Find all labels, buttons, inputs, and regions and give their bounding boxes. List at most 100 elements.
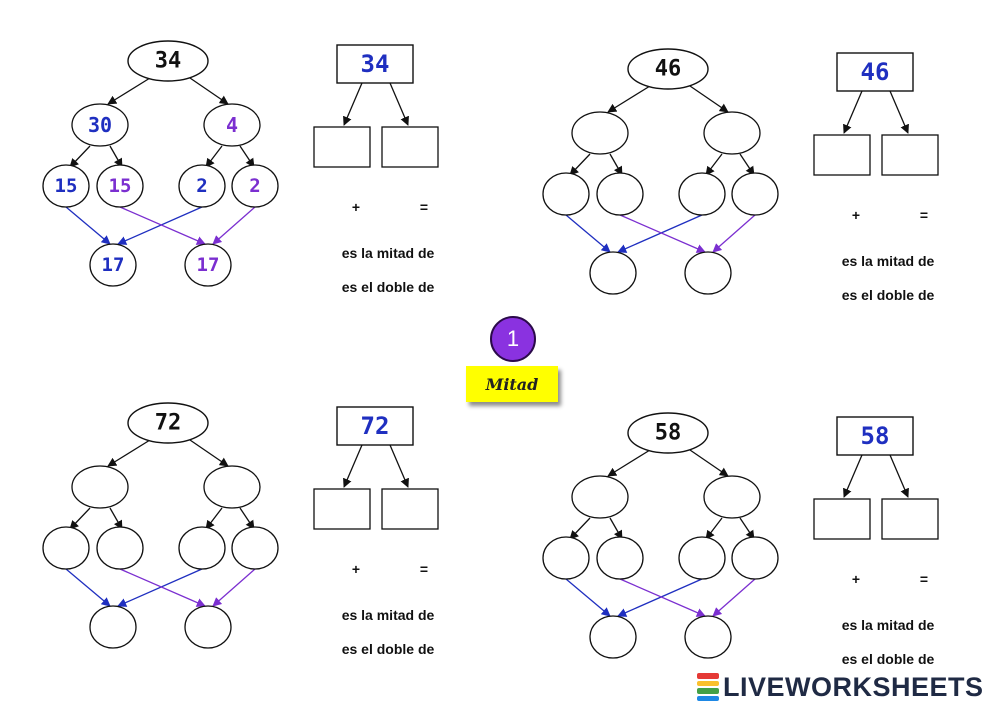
line-doble-text: es el doble de [342,641,435,657]
box-arrow [343,82,363,126]
level2-node[interactable] [542,172,590,216]
level3-node[interactable] [684,251,732,295]
number-box-value: 58 [861,422,890,450]
level2-node[interactable] [42,164,90,208]
root-number: 72 [155,411,182,436]
purple-combine-arrow [212,206,256,245]
root-number: 46 [655,57,682,82]
equals-sign: = [920,571,928,587]
level3-node[interactable] [684,615,732,659]
level3-node[interactable] [589,251,637,295]
level2-node[interactable] [678,536,726,580]
tree-arrow [109,507,123,530]
line-mitad-text: es la mitad de [842,253,935,269]
purple-combine-arrow [712,578,756,617]
tree-arrow [107,77,151,105]
liveworksheets-logo-text: LIVEWORKSHEETS [723,671,984,702]
level2-node[interactable] [542,536,590,580]
level2-node[interactable] [731,536,779,580]
level1-node[interactable] [703,111,761,155]
box-arrow [889,90,909,134]
box-arrow [389,82,409,126]
answer-box-left[interactable] [313,126,371,168]
answer-box-left[interactable] [813,498,871,540]
level1-node[interactable] [571,475,629,519]
level3-node[interactable] [184,243,232,287]
root-number: 58 [655,421,682,446]
level3-node[interactable] [589,615,637,659]
plus-sign: + [852,207,860,223]
level2-node[interactable] [678,172,726,216]
tree-arrow [689,449,729,477]
answer-box-right[interactable] [381,488,439,530]
purple-combine-arrow [619,214,706,253]
tree-arrow [607,85,651,113]
tree-arrow [205,145,223,168]
number-box [836,52,914,92]
answer-box-right[interactable] [881,134,939,176]
level1-node[interactable] [571,111,629,155]
section-number-badge: 1 [490,316,536,362]
level1-node[interactable] [703,475,761,519]
line-doble-text: es el doble de [842,287,935,303]
level3-node[interactable] [89,243,137,287]
number-box [336,406,414,446]
number-box-value: 46 [861,58,890,86]
tree-arrow [239,145,255,168]
answer-box-right[interactable] [381,126,439,168]
level2-value: 2 [196,175,207,197]
tree-arrow [69,507,91,530]
number-box-value: 34 [361,50,390,78]
blue-combine-arrow [65,206,111,245]
level1-value: 30 [88,113,112,137]
level1-node[interactable] [71,465,129,509]
tree-arrow [609,153,623,176]
exercise-2: 46 46 + = es la mitad de es el doble de [542,48,939,303]
root-node [627,412,709,454]
line-mitad-text: es la mitad de [342,245,435,261]
tree-arrow [739,517,755,540]
level2-node[interactable] [231,526,279,570]
blue-combine-arrow [117,206,203,245]
level1-node[interactable] [203,465,261,509]
answer-box-left[interactable] [313,488,371,530]
level2-node[interactable] [596,172,644,216]
level2-node[interactable] [178,164,226,208]
level2-node[interactable] [731,172,779,216]
blue-combine-arrow [565,214,611,253]
equals-sign: = [920,207,928,223]
level3-node[interactable] [89,605,137,649]
answer-box-left[interactable] [813,134,871,176]
level3-node[interactable] [184,605,232,649]
tree-arrow [569,517,591,540]
liveworksheets-logo: LIVEWORKSHEETS [697,670,984,704]
tree-arrow [739,153,755,176]
box-arrow [389,444,409,488]
level1-node[interactable] [71,103,129,147]
plus-sign: + [352,561,360,577]
level2-node[interactable] [96,526,144,570]
blue-combine-arrow [65,568,111,607]
level2-node[interactable] [178,526,226,570]
level1-node[interactable] [203,103,261,147]
tree-arrow [609,517,623,540]
level2-node[interactable] [231,164,279,208]
level3-value: 17 [197,254,220,276]
purple-combine-arrow [619,578,706,617]
root-number: 34 [155,49,182,74]
line-mitad-text: es la mitad de [842,617,935,633]
blue-combine-arrow [565,578,611,617]
line-mitad-text: es la mitad de [342,607,435,623]
line-doble-text: es el doble de [842,651,935,667]
level2-node[interactable] [96,164,144,208]
number-box [836,416,914,456]
level2-node[interactable] [42,526,90,570]
answer-box-right[interactable] [881,498,939,540]
tree-arrow [239,507,255,530]
level2-node[interactable] [596,536,644,580]
liveworksheets-logo-icon [697,672,719,702]
level2-value: 15 [55,175,78,197]
equals-sign: = [420,561,428,577]
